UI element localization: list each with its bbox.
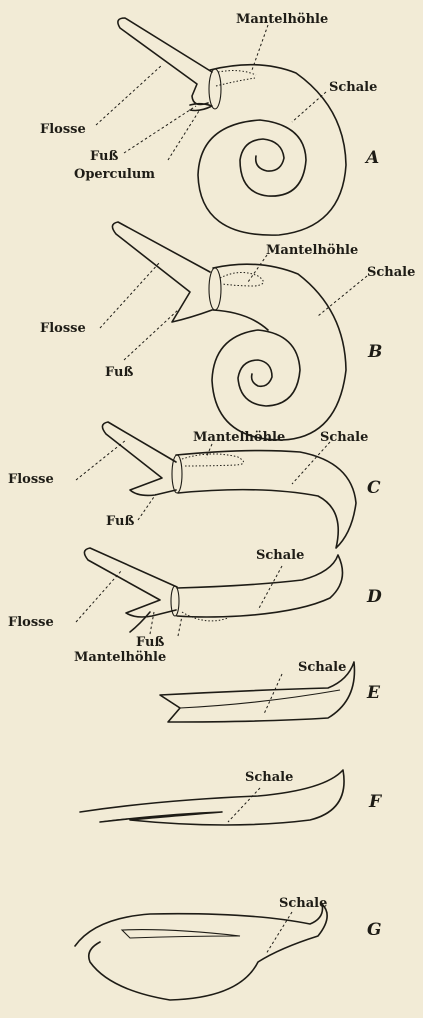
panel-b-fin-leader — [100, 262, 160, 328]
panel-e-letter: E — [366, 683, 381, 703]
panel-e-shell-leader — [264, 674, 282, 714]
panel-b-letter: B — [367, 342, 382, 362]
panel-a-animal-drawing — [118, 18, 346, 235]
panel-b-label-shell: Schale — [367, 265, 415, 280]
panel-d-shell-leader — [258, 566, 282, 610]
panel-a-label-operculum: Operculum — [74, 167, 155, 182]
panel-a-mantle-cavity-leader — [252, 25, 268, 70]
panel-a-label-fin: Flosse — [40, 122, 86, 137]
panel-b-foot-leader — [124, 310, 178, 360]
panel-b-label-foot: Fuß — [105, 365, 133, 380]
panel-g-letter: G — [367, 920, 382, 940]
panel-d: Schale Flosse Fuß Mantelhöhle D — [8, 548, 382, 665]
panel-c-label-shell: Schale — [320, 430, 368, 445]
panel-g: Schale G — [75, 896, 382, 1000]
panel-e: Schale E — [160, 660, 381, 722]
panel-c-label-fin: Flosse — [8, 472, 54, 487]
panel-f-shell-leader — [228, 788, 260, 822]
panel-d-label-mantle-cavity: Mantelhöhle — [74, 650, 166, 665]
panel-c-fin-leader — [76, 440, 126, 480]
panel-d-fin-leader — [76, 570, 122, 622]
panel-d-label-shell: Schale — [256, 548, 304, 563]
panel-d-label-foot: Fuß — [136, 635, 164, 650]
panel-a-label-shell: Schale — [329, 80, 377, 95]
panel-a-letter: A — [364, 148, 379, 168]
panel-a: Mantelhöhle Schale Flosse Fuß Operculum … — [40, 12, 379, 235]
panel-f: Schale F — [80, 770, 383, 825]
panel-a-foot-leader — [124, 106, 196, 153]
panel-c-label-mantle-cavity: Mantelhöhle — [193, 430, 285, 445]
panel-b-label-fin: Flosse — [40, 321, 86, 336]
panel-f-shell-drawing — [80, 770, 344, 825]
panel-c-mantle-cavity-leader — [206, 444, 212, 458]
panel-c: Mantelhöhle Schale Flosse Fuß C — [8, 422, 381, 548]
panel-e-label-shell: Schale — [298, 660, 346, 675]
panel-a-label-mantle-cavity: Mantelhöhle — [236, 12, 328, 27]
panel-b: Mantelhöhle Schale Flosse Fuß B — [40, 222, 415, 440]
panel-a-operculum-leader — [168, 111, 199, 160]
panel-b-shell-leader — [318, 276, 367, 316]
panel-c-label-foot: Fuß — [106, 514, 134, 529]
panel-g-shell-drawing — [75, 904, 327, 1000]
panel-g-label-shell: Schale — [279, 896, 327, 911]
panel-d-letter: D — [366, 587, 382, 607]
panel-d-label-fin: Flosse — [8, 615, 54, 630]
panel-a-label-foot: Fuß — [90, 149, 118, 164]
panel-d-mantle-cavity-leader — [178, 616, 182, 636]
panel-f-label-shell: Schale — [245, 770, 293, 785]
panel-c-letter: C — [367, 478, 381, 498]
panel-c-foot-leader — [138, 494, 156, 520]
panel-b-label-mantle-cavity: Mantelhöhle — [266, 243, 358, 258]
panel-f-letter: F — [368, 792, 383, 812]
panel-c-shell-leader — [292, 442, 330, 484]
panel-b-mantle-cavity-leader — [248, 255, 267, 282]
panel-a-fin-leader — [96, 65, 162, 125]
panel-a-shell-leader — [292, 92, 326, 122]
